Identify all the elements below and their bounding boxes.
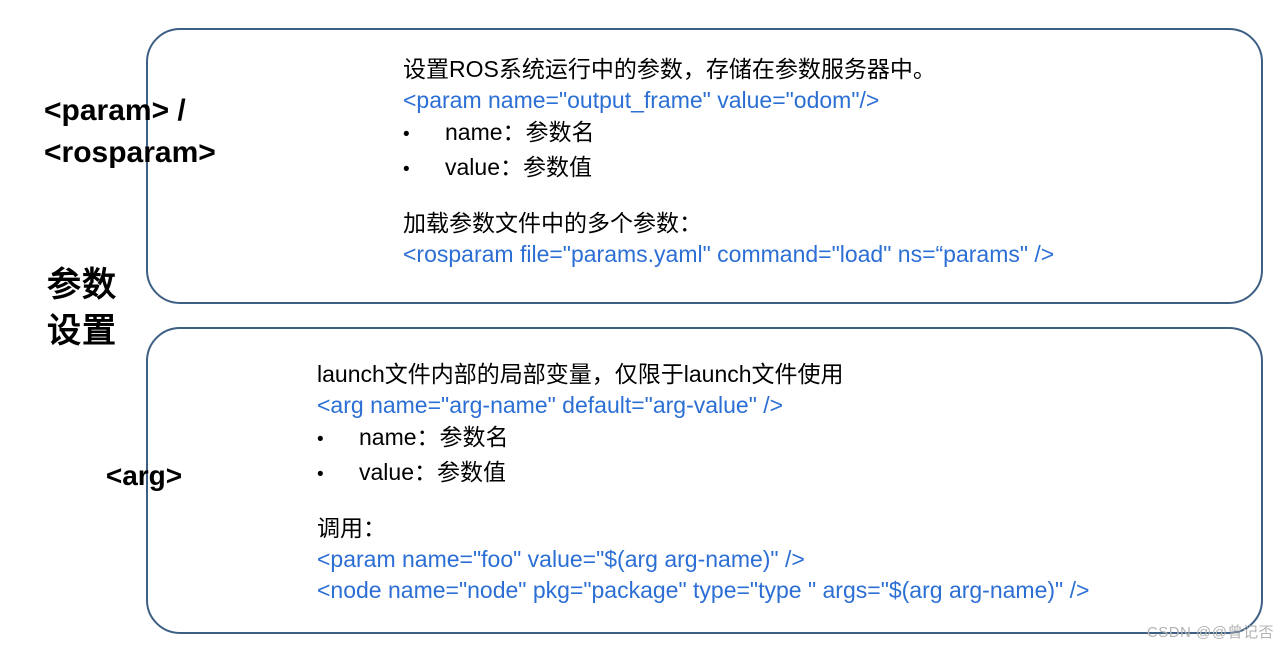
bullet-dot-icon: •: [317, 464, 324, 485]
arg-description: launch文件内部的局部变量，仅限于launch文件使用 <arg name=…: [317, 359, 1247, 606]
param-bullet-name-text: name：参数名: [445, 119, 595, 145]
arg-bullet-value-text: value：参数值: [359, 459, 506, 485]
param-rosparam-tag-title: <param> / <rosparam>: [24, 90, 284, 174]
param-tag-line-2: <rosparam>: [44, 136, 216, 169]
arg-box: [146, 327, 1263, 634]
rosparam-code-example: <rosparam file="params.yaml" command="lo…: [403, 241, 1055, 267]
category-label: 参数 设置: [22, 262, 142, 354]
arg-usage-label: 调用：: [317, 515, 386, 541]
arg-code-example: <arg name="arg-name" default="arg-value"…: [317, 392, 784, 418]
arg-usage-param-example: <param name="foo" value="$(arg arg-name)…: [317, 546, 805, 572]
param-desc-line: 设置ROS系统运行中的参数，存储在参数服务器中。: [403, 56, 936, 82]
param-code-example: <param name="output_frame" value="odom"/…: [403, 87, 880, 113]
category-label-line-2: 设置: [47, 312, 117, 350]
category-label-line-1: 参数: [47, 266, 117, 304]
arg-bullet-name-text: name：参数名: [359, 424, 509, 450]
param-spacer: [403, 186, 1243, 208]
param-bullet-value-text: value：参数值: [445, 154, 592, 180]
arg-desc-line: launch文件内部的局部变量，仅限于launch文件使用: [317, 361, 844, 387]
bullet-dot-icon: •: [403, 159, 410, 180]
param-bullet-value: • value：参数值: [403, 151, 1243, 186]
arg-bullet-value: • value：参数值: [317, 456, 1247, 491]
arg-bullet-name: • name：参数名: [317, 421, 1247, 456]
rosparam-desc-line: 加载参数文件中的多个参数：: [403, 210, 702, 236]
arg-spacer: [317, 491, 1247, 513]
bullet-dot-icon: •: [403, 124, 410, 145]
param-bullet-name: • name：参数名: [403, 116, 1243, 151]
arg-tag-title: <arg>: [24, 455, 264, 497]
arg-tag-line-1: <arg>: [105, 460, 183, 491]
arg-usage-node-example: <node name="node" pkg="package" type="ty…: [317, 577, 1090, 603]
csdn-watermark: CSDN @@曾记否: [1146, 624, 1274, 641]
param-rosparam-box: [146, 28, 1263, 304]
param-rosparam-description: 设置ROS系统运行中的参数，存储在参数服务器中。 <param name="ou…: [403, 54, 1243, 270]
param-tag-line-1: <param> /: [44, 94, 186, 127]
bullet-dot-icon: •: [317, 429, 324, 450]
